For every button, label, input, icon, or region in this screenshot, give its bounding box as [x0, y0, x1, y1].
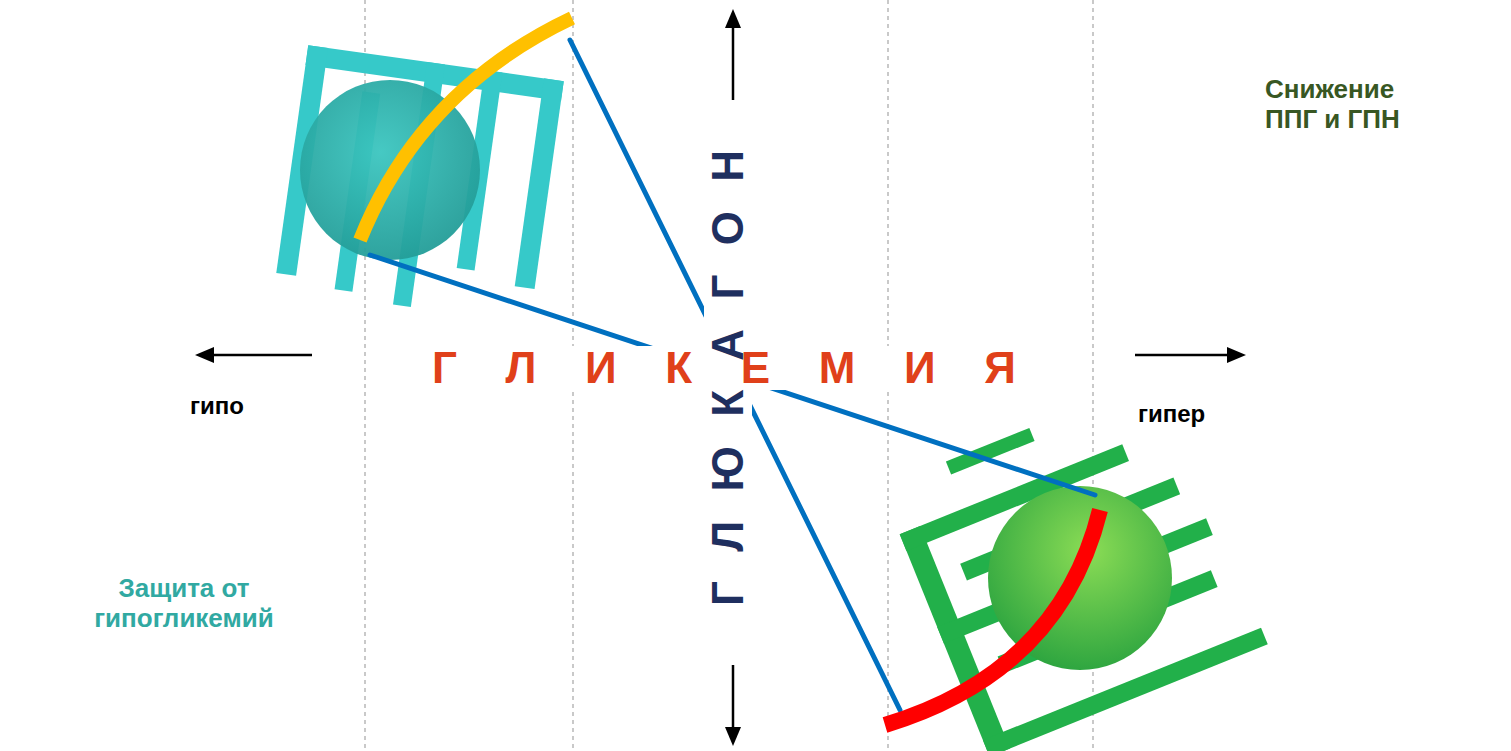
arrow-head: [725, 9, 741, 28]
note-text: Защита от гипогликемий: [48, 574, 320, 634]
note-text: Снижение ППГ и ГПН: [1265, 75, 1445, 135]
arrow-line: [1135, 354, 1236, 357]
alpha-cell-comb: [274, 45, 564, 324]
arrow-line: [205, 354, 312, 357]
axis-title: Г Л Ю К А Г О Н: [706, 141, 750, 614]
axis-label: гипо: [190, 392, 244, 420]
grid-lines: [365, 0, 1093, 751]
glucagon-arc: [360, 18, 572, 240]
beta-cell-comb: [881, 375, 1268, 751]
arrow-head: [195, 347, 214, 363]
arrow-head: [1227, 347, 1246, 363]
balance-lines: [370, 40, 1095, 710]
axis-arrows: [195, 9, 1246, 746]
comb-tooth: [515, 78, 564, 289]
axis-label: гипер: [1138, 400, 1205, 428]
arrow-line: [732, 20, 735, 100]
arrow-head: [725, 727, 741, 746]
text-patch: [704, 137, 752, 618]
insulin-arc: [885, 510, 1100, 725]
arrow-line: [732, 665, 735, 735]
